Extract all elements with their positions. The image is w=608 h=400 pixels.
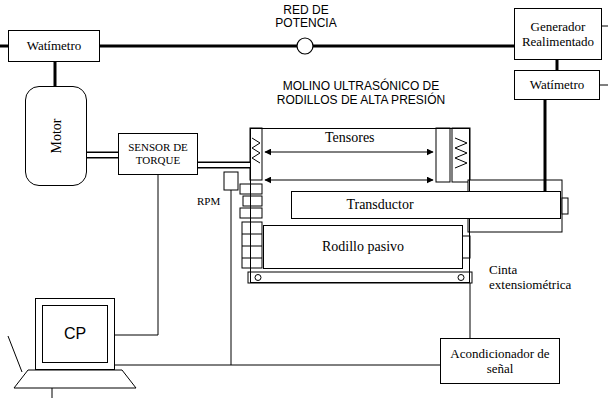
laptop-base — [14, 370, 136, 388]
gear-tooth — [242, 258, 262, 259]
sensor-box: SENSOR DE TORQUE — [118, 133, 198, 175]
frame-plate — [452, 128, 470, 182]
connector — [55, 62, 56, 86]
signal-wire — [470, 283, 471, 338]
gear-tooth — [242, 234, 262, 235]
connector-line — [544, 100, 547, 191]
connector-line — [115, 365, 440, 366]
gear — [240, 208, 262, 218]
rpm-sensor — [224, 172, 238, 190]
base-bar — [248, 272, 472, 283]
connector-line — [556, 60, 559, 70]
bolt — [255, 275, 261, 281]
tension-arrow — [265, 180, 433, 181]
meter-box: Watímetro — [8, 30, 100, 62]
roller-box: Rodillo pasivo — [263, 225, 463, 269]
wire — [8, 336, 22, 372]
connector-line — [54, 62, 57, 86]
node-text: Transductor — [346, 197, 413, 213]
connector — [87, 155, 118, 156]
node-text: Motor — [48, 119, 64, 154]
tension-arrow — [265, 152, 433, 153]
shaft-core — [87, 153, 118, 157]
connector — [545, 100, 546, 191]
motor-box: Motor — [25, 86, 87, 186]
spring-symbol — [455, 138, 467, 168]
bolt — [458, 275, 464, 281]
node-text: Generador Realimentado — [519, 19, 597, 49]
connector-line — [198, 162, 250, 169]
network-label: RED DE POTENCIA — [258, 4, 354, 30]
node-text: Watímetro — [27, 38, 82, 54]
frame-plate — [436, 128, 450, 182]
spring-symbol — [252, 138, 260, 163]
transducer-box: Transductor — [291, 191, 561, 219]
node-text: SENSOR DE TORQUE — [123, 141, 193, 167]
generator-box: Generador Realimentado — [514, 8, 602, 60]
gear — [242, 222, 262, 268]
mill-frame: MOLINO ULTRASÓNICO DE RODILLOS DE ALTA P… — [250, 128, 470, 283]
power-line — [0, 45, 8, 48]
computer-monitor: CP — [35, 298, 115, 370]
node-text: MOLINO ULTRASÓNICO DE RODILLOS DE ALTA P… — [276, 79, 446, 107]
node-text: Rodillo pasivo — [322, 239, 404, 255]
gear — [240, 184, 262, 194]
frame-plate — [250, 128, 262, 180]
connector — [115, 365, 440, 366]
connector-line — [115, 175, 158, 335]
part-label: Tensores — [324, 130, 376, 146]
connector — [198, 165, 250, 166]
part-label: Cinta extensiométrica — [488, 262, 580, 292]
signal-label: RPM — [196, 195, 221, 208]
roller-cap — [462, 236, 470, 258]
node-text: Acondicionador de señal — [445, 346, 555, 376]
wire — [52, 388, 53, 398]
signal-wire — [231, 190, 232, 365]
gear — [243, 196, 262, 206]
wire — [600, 85, 608, 86]
connector-line — [87, 152, 118, 159]
gear-tooth — [242, 246, 262, 247]
grid-node-symbol — [297, 38, 313, 54]
node-text: Watímetro — [530, 77, 585, 93]
connector — [115, 175, 158, 335]
shaft-core — [198, 163, 250, 167]
meter-box: Watímetro — [514, 70, 600, 100]
conditioner-box: Acondicionador de señal — [440, 338, 560, 384]
transducer-end — [562, 198, 568, 214]
node-text: CP — [64, 325, 86, 343]
wire — [602, 26, 608, 27]
connector — [557, 60, 558, 70]
